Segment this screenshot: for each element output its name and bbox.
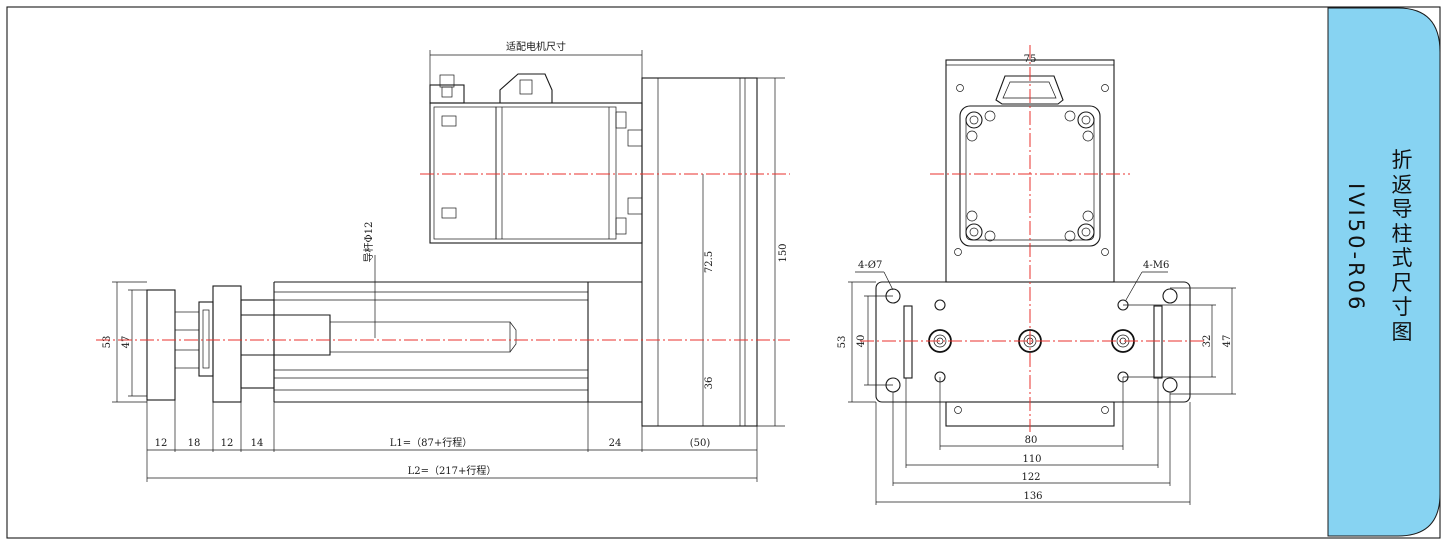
side-panel-shape xyxy=(1327,7,1441,537)
panel-title-char: 返 xyxy=(1391,172,1413,197)
dim-50: (50) xyxy=(690,438,711,449)
side-panel: 折返导柱式尺寸图 IVI50-R06 xyxy=(1328,8,1442,536)
dim-110: 110 xyxy=(1022,454,1041,465)
dim-136: 136 xyxy=(1023,491,1042,502)
coupling-housing xyxy=(641,77,758,427)
dim-14: 14 xyxy=(251,438,264,449)
dim-12-b: 12 xyxy=(221,438,234,449)
panel-title-char: 式 xyxy=(1391,246,1413,270)
dim-53-end: 53 xyxy=(837,336,848,349)
motor-label: 适配电机尺寸 xyxy=(506,40,566,53)
motor-outline xyxy=(429,73,643,244)
actuator-body xyxy=(146,281,642,403)
motor-bolt-holes xyxy=(954,84,1109,256)
dim-47-side: 47 xyxy=(121,336,132,349)
panel-title-char: 寸 xyxy=(1391,295,1413,319)
dim-122: 122 xyxy=(1021,472,1040,483)
dim-18: 18 xyxy=(188,438,201,449)
panel-title-char: 图 xyxy=(1391,319,1413,344)
dim-80: 80 xyxy=(1025,435,1038,446)
rod-label: 导杆Φ12 xyxy=(363,222,375,263)
sheet-border xyxy=(6,6,1441,539)
dim-L1: L1=（87+行程） xyxy=(390,436,473,449)
end-view: 75 xyxy=(837,45,1236,505)
dim-150: 150 xyxy=(778,243,789,262)
side-view: 适配电机尺寸 150 72.5 36 xyxy=(96,40,790,482)
dim-12-a: 12 xyxy=(155,438,168,449)
panel-title-char: 柱 xyxy=(1391,221,1413,246)
thread-label: 4-M6 xyxy=(1143,260,1169,271)
dim-47-end: 47 xyxy=(1222,335,1233,348)
dim-24: 24 xyxy=(609,438,622,449)
bottom-dims xyxy=(146,400,758,482)
dim-72-5: 72.5 xyxy=(704,251,715,273)
panel-title-char: 导 xyxy=(1391,197,1413,221)
dim-75: 75 xyxy=(1024,54,1037,65)
dim-32: 32 xyxy=(1202,335,1213,348)
dim-36: 36 xyxy=(704,377,715,390)
panel-title-char: 折 xyxy=(1391,148,1413,172)
dim-L2: L2=（217+行程） xyxy=(408,464,497,477)
panel-model: IVI50-R06 xyxy=(1344,183,1368,313)
hole-label: 4-Ø7 xyxy=(858,260,882,271)
dim-53-side: 53 xyxy=(102,336,113,349)
panel-title-char: 尺 xyxy=(1391,270,1413,295)
panel-title: 折返导柱式尺寸图 xyxy=(1388,148,1416,344)
